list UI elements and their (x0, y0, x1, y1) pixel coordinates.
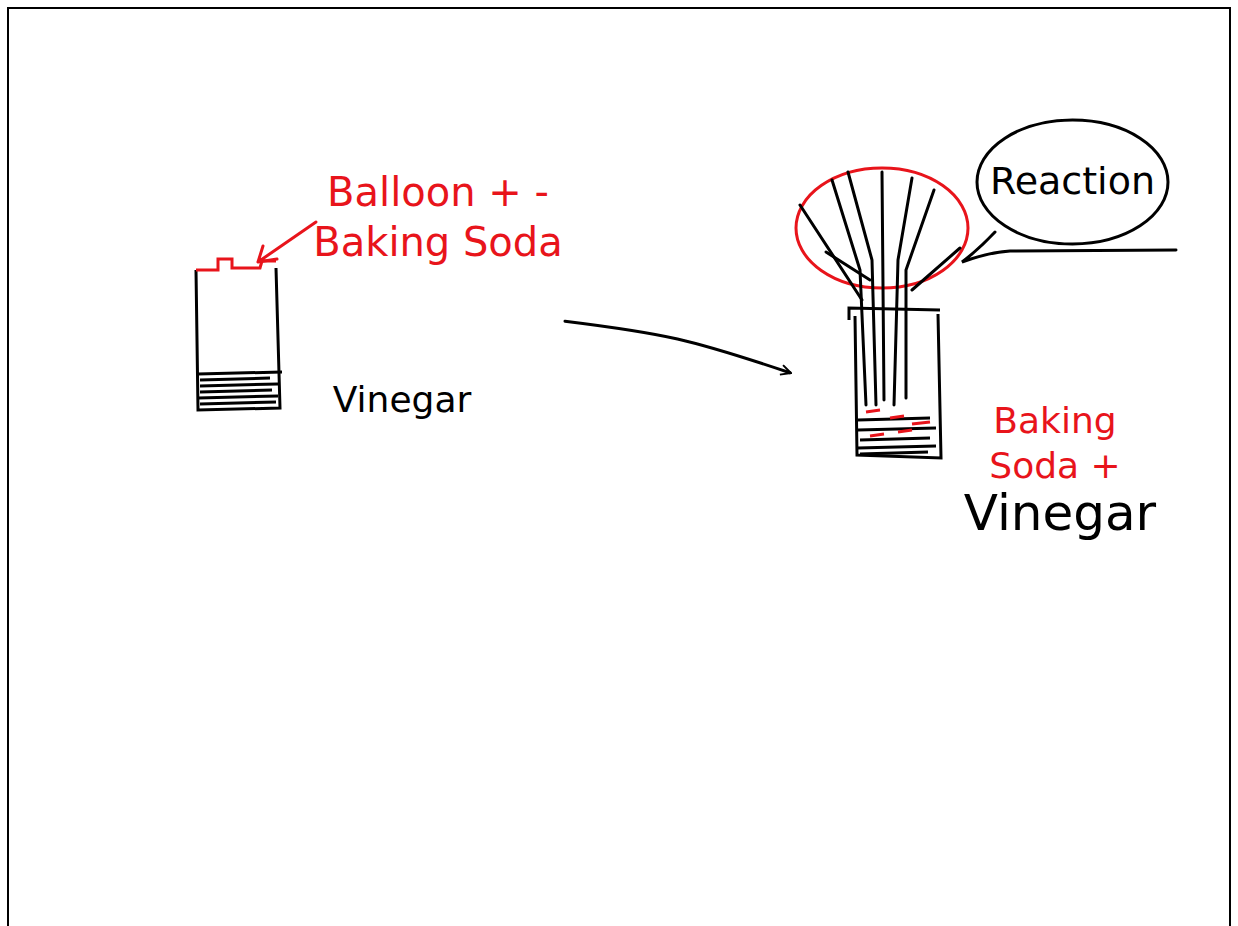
ingredient-label: Balloon + - Baking Soda (308, 167, 568, 267)
before-jar: Balloon + - Baking SodaVinegar (190, 165, 565, 435)
mixture-liquid (858, 418, 936, 454)
after-jar: Baking Soda +Vinegar (790, 160, 1140, 590)
vinegar-liquid (198, 372, 282, 404)
flow-arrow (565, 321, 790, 373)
jar-outline (855, 314, 941, 458)
gas-lines (800, 172, 960, 405)
baking-soda-specks (866, 410, 930, 436)
jar-outline (196, 268, 280, 410)
liquid-label: Vinegar (302, 377, 502, 422)
leader-arrow (258, 222, 316, 262)
frame (8, 8, 1230, 926)
liquid-label: Vinegar (960, 482, 1160, 545)
mixture-label: Baking Soda + (970, 398, 1140, 488)
bubble-text: Reaction (975, 118, 1170, 246)
speech-bubble: Reaction (975, 118, 1170, 246)
bubble-tail (962, 232, 1176, 262)
